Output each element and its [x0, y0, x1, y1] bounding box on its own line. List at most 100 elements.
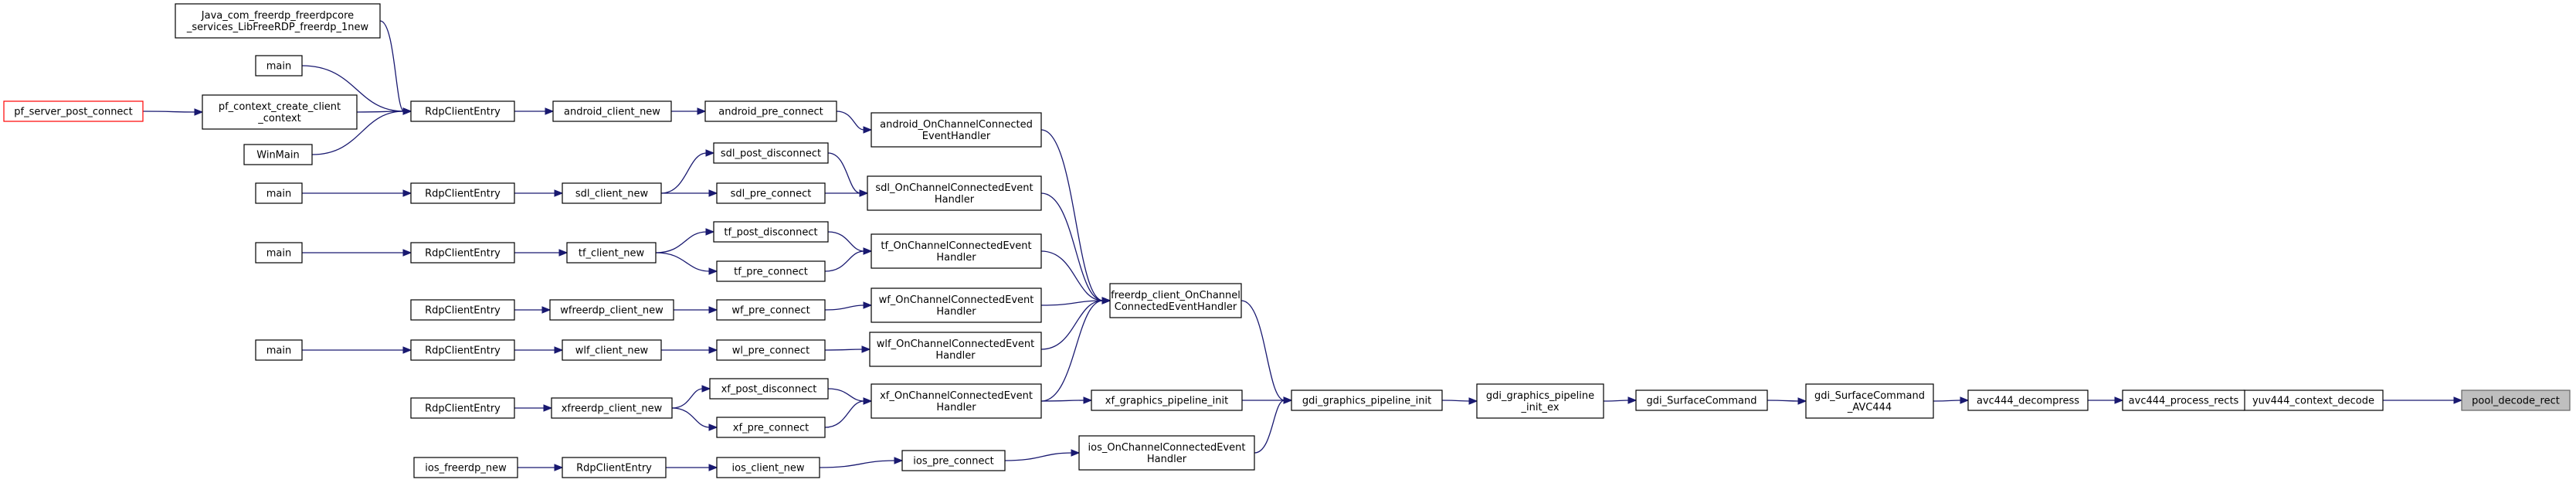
edge-wlf-client-new-to-wl-pre-connect	[661, 346, 718, 354]
node-xfreerdp-client-new[interactable]: xfreerdp_client_new	[551, 397, 673, 419]
edge-line	[1040, 192, 1104, 301]
node-rdpcliententry-android[interactable]: RdpClientEntry	[410, 100, 515, 122]
node-main-android[interactable]: main	[255, 55, 303, 77]
node-yuv444-context-decode[interactable]: yuv444_context_decode	[2243, 389, 2384, 411]
node-ios-client-new[interactable]: ios_client_new	[716, 457, 820, 478]
node-java-jni[interactable]: Java_com_freerdp_freerdpcore_services_Li…	[175, 3, 381, 39]
node-label: sdl_pre_connect	[731, 189, 812, 200]
node-xf-post-disconnect[interactable]: xf_post_disconnect	[709, 378, 829, 400]
node-box	[869, 332, 1042, 367]
node-box	[713, 221, 829, 243]
node-box	[871, 233, 1042, 269]
arrowhead	[708, 267, 718, 275]
node-ios-freerdp-new[interactable]: ios_freerdp_new	[413, 457, 518, 478]
nodes-layer: pool_decode_rectyuv444_context_decodeavc…	[3, 3, 2571, 478]
node-gdi-graphics-pipeline-init-ex[interactable]: gdi_graphics_pipeline_init_ex	[1476, 383, 1604, 419]
edge-sdl-pre-connect-to-sdl-onchannelconnectedeventhandler	[824, 189, 869, 197]
node-box	[716, 339, 826, 361]
node-label: gdi_SurfaceCommand_AVC444	[1814, 390, 1925, 413]
node-winmain[interactable]: WinMain	[243, 144, 313, 165]
edge-xfreerdp-client-new-to-xf-post-disconnect	[671, 385, 711, 409]
edge-line	[379, 20, 405, 112]
node-box	[871, 287, 1042, 323]
node-android-pre-connect[interactable]: android_pre_connect	[704, 100, 837, 122]
node-pf-context-create-client-context[interactable]: pf_context_create_client_context	[202, 94, 358, 130]
node-label: main	[266, 248, 291, 260]
node-android-client-new[interactable]: android_client_new	[552, 100, 672, 122]
node-label: android_pre_connect	[718, 107, 823, 118]
edge-line	[819, 460, 896, 468]
node-label: RdpClientEntry	[425, 189, 501, 200]
node-pool-decode-rect[interactable]: pool_decode_rect	[2461, 389, 2571, 411]
node-box	[2243, 389, 2384, 411]
node-tf-client-new[interactable]: tf_client_new	[566, 242, 657, 264]
edge-line	[1603, 400, 1630, 402]
node-main-sdl[interactable]: main	[255, 182, 303, 204]
arrowhead	[402, 189, 412, 197]
node-avc444-decompress[interactable]: avc444_decompress	[1967, 389, 2089, 411]
arrowhead	[554, 464, 564, 471]
node-rdpcliententry-sdl[interactable]: RdpClientEntry	[410, 182, 515, 204]
node-xf-graphics-pipeline-init[interactable]: xf_graphics_pipeline_init	[1091, 389, 1243, 411]
node-label: tf_post_disconnect	[724, 227, 817, 239]
edge-line	[1441, 400, 1471, 402]
node-box	[562, 339, 662, 361]
node-wfreerdp-client-new[interactable]: wfreerdp_client_new	[549, 299, 674, 321]
edge-line	[824, 400, 865, 428]
node-tf-post-disconnect[interactable]: tf_post_disconnect	[713, 221, 829, 243]
node-rdpcliententry-tf[interactable]: RdpClientEntry	[410, 242, 515, 264]
node-wf-pre-connect[interactable]: wf_pre_connect	[716, 299, 826, 321]
node-box	[410, 397, 515, 419]
node-sdl-pre-connect[interactable]: sdl_pre_connect	[716, 182, 826, 204]
node-rdpcliententry-ios[interactable]: RdpClientEntry	[562, 457, 667, 478]
node-label: gdi_graphics_pipeline_init_ex	[1486, 390, 1594, 413]
node-xf-pre-connect[interactable]: xf_pre_connect	[716, 417, 826, 438]
edge-main-wlf-to-rdpcliententry-wlf	[302, 346, 412, 354]
node-box	[3, 100, 144, 122]
node-gdi-surfacecommand-avc444[interactable]: gdi_SurfaceCommand_AVC444	[1805, 383, 1934, 419]
node-wl-pre-connect[interactable]: wl_pre_connect	[716, 339, 826, 361]
node-wlf-client-new[interactable]: wlf_client_new	[562, 339, 662, 361]
node-gdi-graphics-pipeline-init[interactable]: gdi_graphics_pipeline_init	[1291, 389, 1443, 411]
arrowhead	[1960, 396, 1970, 404]
node-box	[175, 3, 381, 39]
node-rdpcliententry-wf[interactable]: RdpClientEntry	[410, 299, 515, 321]
edge-sdl-client-new-to-sdl-post-disconnect	[660, 149, 715, 194]
node-tf-pre-connect[interactable]: tf_pre_connect	[716, 260, 826, 282]
node-avc444-process-rects[interactable]: avc444_process_rects	[2122, 389, 2245, 411]
arrowhead	[861, 345, 871, 353]
node-box	[1091, 389, 1243, 411]
node-box	[413, 457, 518, 478]
node-gdi-surfacecommand[interactable]: gdi_SurfaceCommand	[1635, 389, 1768, 411]
edge-winmain-to-rdpcliententry-android	[311, 107, 412, 155]
edge-main-sdl-to-rdpcliententry-sdl	[301, 189, 412, 197]
arrowhead	[1071, 449, 1081, 457]
node-label: RdpClientEntry	[425, 403, 501, 415]
edge-gdi-graphics-pipeline-init-ex-to-gdi-surfacecommand	[1603, 396, 1638, 404]
node-ios-pre-connect[interactable]: ios_pre_connect	[901, 450, 1006, 471]
node-label: avc444_decompress	[1977, 396, 2079, 407]
node-rdpcliententry-wlf[interactable]: RdpClientEntry	[410, 339, 515, 361]
node-rdpcliententry-xf[interactable]: RdpClientEntry	[410, 397, 515, 419]
node-main-tf[interactable]: main	[255, 242, 303, 264]
node-sdl-post-disconnect[interactable]: sdl_post_disconnect	[713, 142, 829, 164]
node-main-wlf[interactable]: main	[255, 339, 303, 361]
edge-tf-pre-connect-to-tf-onchannelconnectedeventhandler	[824, 247, 873, 272]
node-box	[2461, 389, 2571, 411]
arrowhead	[863, 301, 873, 309]
arrowhead	[708, 423, 718, 431]
node-label: ios_pre_connect	[913, 456, 993, 468]
edge-ios-pre-connect-to-ios-onchannelconnectedeventhandler	[1004, 449, 1081, 461]
node-pf-server-post-connect[interactable]: pf_server_post_connect	[3, 100, 144, 122]
node-label: RdpClientEntry	[425, 107, 501, 118]
edge-ios-onchannelconnectedeventhandler-to-gdi-graphics-pipeline-init	[1254, 396, 1293, 454]
node-sdl-client-new[interactable]: sdl_client_new	[562, 182, 662, 204]
